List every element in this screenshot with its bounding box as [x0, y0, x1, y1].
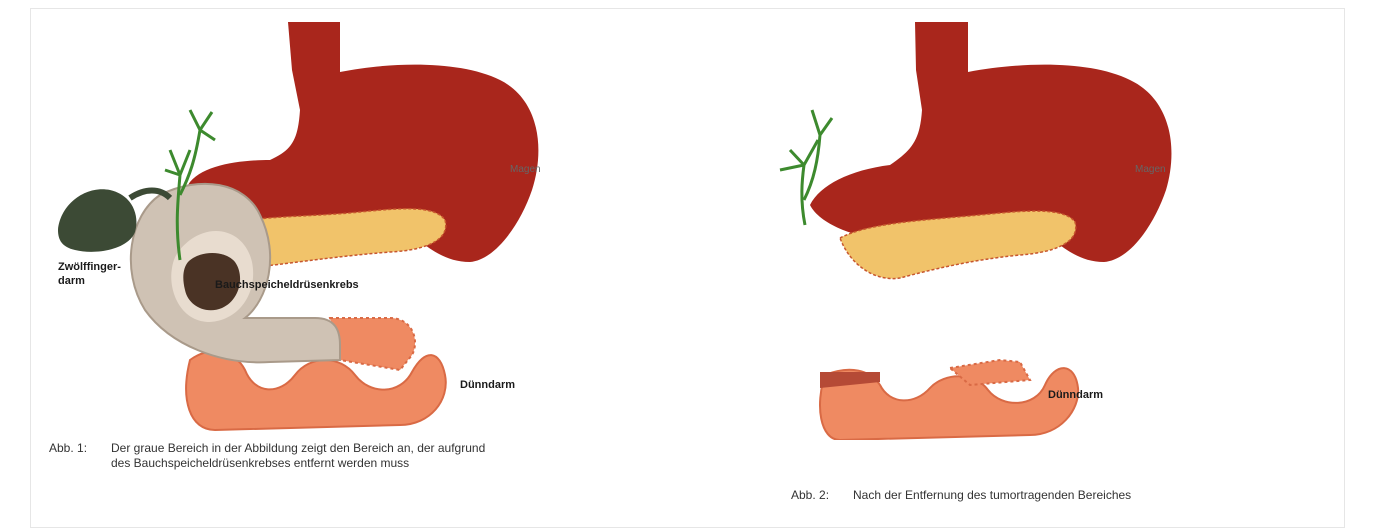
caption-1-line1: Der graue Bereich in der Abbildung zeigt… [111, 441, 485, 455]
caption-2-prefix: Abb. 2: [791, 488, 853, 503]
stomach-label: Magen [510, 164, 541, 175]
duodenum-label-line1: Zwölffinger- [58, 261, 121, 273]
figure-2-caption: Abb. 2:Nach der Entfernung des tumortrag… [791, 488, 1311, 503]
figure-1-caption: Abb. 1:Der graue Bereich in der Abbildun… [49, 441, 669, 471]
duodenum-label-line2: darm [58, 275, 85, 287]
small-intestine-label: Dünndarm [460, 379, 515, 391]
caption-1-line2: des Bauchspeicheldrüsenkrebses entfernt … [49, 456, 669, 471]
small-intestine-shape [820, 360, 1078, 440]
gallbladder-shape [58, 189, 136, 252]
tumor-label: Bauchspeicheldrüsenkrebs [215, 279, 359, 291]
small-intestine-label: Dünndarm [1048, 389, 1103, 401]
stomach-label: Magen [1135, 164, 1166, 175]
caption-2-text: Nach der Entfernung des tumortragenden B… [853, 488, 1131, 502]
figure-1-illustration: Magen Zwölffinger- darm Bauchspeicheldrü… [40, 0, 600, 440]
cystic-duct-shape [130, 191, 170, 199]
caption-1-prefix: Abb. 1: [49, 441, 111, 456]
figure-2-illustration: Magen Dünndarm [740, 0, 1220, 440]
